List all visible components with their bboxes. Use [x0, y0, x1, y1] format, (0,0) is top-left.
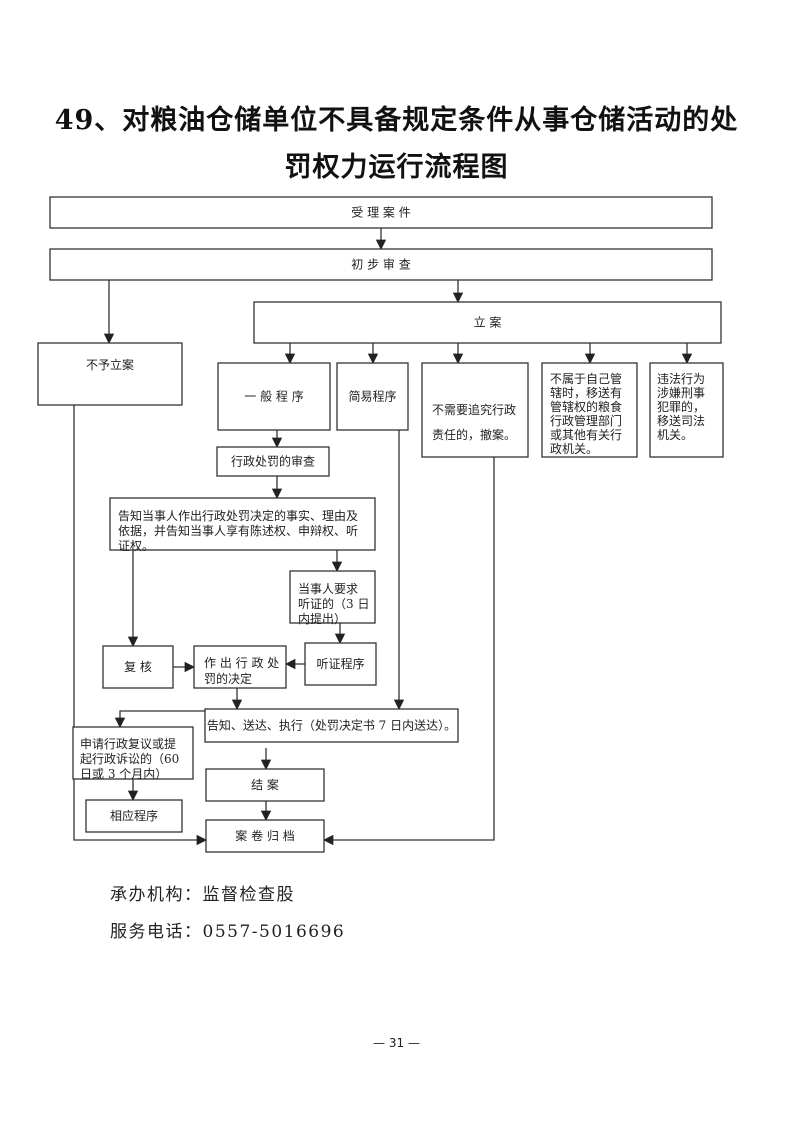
flow-node-label: 移送司法 — [657, 413, 705, 428]
flow-node-label: 听证程序 — [316, 656, 364, 671]
flow-node-file-case: 立 案 — [253, 301, 722, 344]
flow-node-box — [289, 570, 376, 624]
flow-node-box — [649, 362, 724, 458]
flow-node-box — [85, 799, 183, 833]
flow-node-label: 起行政诉讼的（60 — [80, 751, 179, 766]
flow-node-box — [109, 497, 376, 551]
flowchart-nodes: 受 理 案 件初 步 审 查立 案不予立案一 般 程 序简易程序不需要追究行政责… — [37, 196, 724, 853]
flow-node-box — [336, 362, 409, 431]
flow-node-recheck: 复 核 — [102, 645, 174, 689]
flow-node-label: 立 案 — [474, 315, 502, 330]
flow-node-box — [204, 708, 459, 743]
flow-node-label: 简易程序 — [348, 389, 396, 404]
flow-node-notify: 告知当事人作出行政处罚决定的事实、理由及依据，并告知当事人享有陈述权、申辩权、听… — [109, 497, 376, 553]
flow-node-box — [37, 342, 183, 406]
handling-agency: 承办机构：监督检查股 — [110, 885, 295, 905]
flow-node-box — [72, 726, 194, 780]
flow-arrow-no-case-to-archive — [73, 405, 208, 846]
flow-node-label: 违法行为 — [657, 372, 705, 386]
flow-node-label: 政机关。 — [550, 442, 598, 456]
page-number: — 31 — — [373, 1036, 420, 1050]
flow-node-label: 听证的（3 日 — [298, 596, 369, 611]
flow-node-label: 日或 3 个月内） — [80, 767, 167, 781]
flow-node-box — [193, 645, 287, 689]
flow-node-label: 复 核 — [124, 660, 152, 674]
flow-node-label: 一 般 程 序 — [244, 389, 303, 404]
flow-node-label: 不予立案 — [86, 357, 134, 372]
service-phone: 服务电话：0557-5016696 — [110, 922, 346, 942]
flow-node-accept: 受 理 案 件 — [49, 196, 713, 229]
flow-node-label: 相应程序 — [110, 808, 158, 823]
flow-node-label: 或其他有关行 — [550, 428, 622, 442]
flow-node-box — [541, 362, 638, 458]
flow-node-general: 一 般 程 序 — [217, 362, 331, 431]
flow-node-label: 内提出） — [298, 611, 346, 626]
flow-node-label: 罚的决定 — [204, 671, 252, 686]
flow-node-box — [216, 446, 330, 477]
flow-node-label: 告知、送达、执行（处罚决定书 7 日内送达）。 — [207, 718, 456, 733]
flow-node-label: 申请行政复议或提 — [80, 736, 176, 751]
flow-node-label: 辖时，移送有 — [550, 385, 622, 400]
flow-node-corresponding: 相应程序 — [85, 799, 183, 833]
flow-node-deliver: 告知、送达、执行（处罚决定书 7 日内送达）。 — [204, 708, 459, 743]
page-title-line-2: 罚权力运行流程图 — [284, 152, 509, 183]
flow-node-box — [205, 768, 325, 802]
flow-node-box — [205, 819, 325, 853]
flow-node-label: 依据，并告知当事人享有陈述权、申辩权、听 — [118, 523, 358, 538]
flow-arrow-deliver-to-appeal — [114, 710, 205, 729]
flow-node-label: 行政处罚的审查 — [231, 454, 315, 469]
flow-node-label: 涉嫌刑事 — [657, 386, 705, 400]
flow-node-hearing: 听证程序 — [304, 642, 377, 686]
flow-node-label: 当事人要求 — [298, 582, 358, 596]
flow-node-box — [217, 362, 331, 431]
flow-node-label: 证权。 — [118, 539, 154, 553]
flow-node-label: 机关。 — [657, 428, 693, 442]
flow-node-no-case: 不予立案 — [37, 342, 183, 406]
flow-node-label: 不需要追究行政 — [432, 402, 516, 417]
flow-node-box — [49, 248, 713, 281]
flow-node-label: 犯罪的， — [657, 399, 705, 414]
flow-node-archive: 案 卷 归 档 — [205, 819, 325, 853]
flowchart-edges — [73, 228, 693, 846]
flow-node-simple: 简易程序 — [336, 362, 409, 431]
flow-node-label: 行政管理部门 — [550, 413, 622, 428]
flow-node-label: 初 步 审 查 — [351, 257, 410, 272]
flow-node-label: 结 案 — [251, 777, 279, 792]
flow-node-close: 结 案 — [205, 768, 325, 802]
flow-node-label: 受 理 案 件 — [351, 205, 410, 220]
flow-node-label: 管辖权的粮食 — [550, 399, 622, 414]
flow-node-box — [253, 301, 722, 344]
flow-node-box — [49, 196, 713, 229]
flow-node-box — [102, 645, 174, 689]
flow-node-label: 告知当事人作出行政处罚决定的事实、理由及 — [118, 508, 358, 523]
flow-node-box — [304, 642, 377, 686]
flow-node-label: 责任的，撤案。 — [432, 427, 516, 442]
flow-node-preliminary: 初 步 审 查 — [49, 248, 713, 281]
flow-node-review: 行政处罚的审查 — [216, 446, 330, 477]
page-title-line-1: 49、对粮油仓储单位不具备规定条件从事仓储活动的处 — [54, 105, 739, 136]
flow-node-label: 作 出 行 政 处 — [204, 656, 279, 670]
flow-node-label: 不属于自己管 — [550, 371, 622, 386]
flow-node-box — [421, 362, 529, 458]
flow-arrow-withdraw-to-archive — [322, 457, 495, 846]
flow-node-label: 案 卷 归 档 — [235, 828, 294, 843]
